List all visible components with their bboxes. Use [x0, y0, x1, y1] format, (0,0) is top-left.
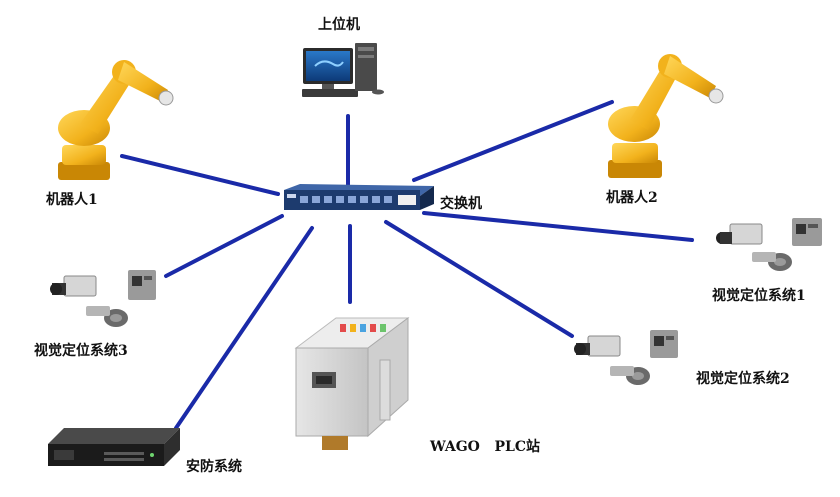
link-vision2	[384, 220, 574, 338]
industrial-robot-arm-icon	[608, 54, 724, 178]
industrial-camera-icon	[716, 218, 822, 271]
switch-label: 交换机	[440, 196, 482, 212]
security-label: 安防系统	[186, 459, 242, 475]
industrial-camera-icon	[50, 270, 156, 327]
vision2-label: 视觉定位系统2	[696, 371, 790, 387]
link-vision1	[422, 211, 694, 242]
rack-server-icon	[48, 428, 180, 466]
host-label: 上位机	[318, 17, 360, 33]
robot2-label: 机器人2	[606, 190, 658, 206]
link-robot1	[120, 154, 280, 196]
robot1-label: 机器人1	[46, 192, 98, 208]
vision1-label: 视觉定位系统1	[712, 288, 806, 304]
link-security	[174, 226, 314, 430]
desktop-computer-icon	[302, 43, 384, 97]
plc-label: WAGO PLC站	[430, 439, 540, 455]
network-switch-icon	[284, 184, 434, 210]
link-vision3	[164, 214, 284, 278]
vision3-label: 视觉定位系统3	[34, 343, 128, 359]
industrial-camera-icon	[574, 330, 678, 385]
plc-module-icon	[294, 317, 410, 450]
industrial-robot-arm-icon	[58, 60, 174, 180]
link-robot2	[412, 100, 614, 182]
